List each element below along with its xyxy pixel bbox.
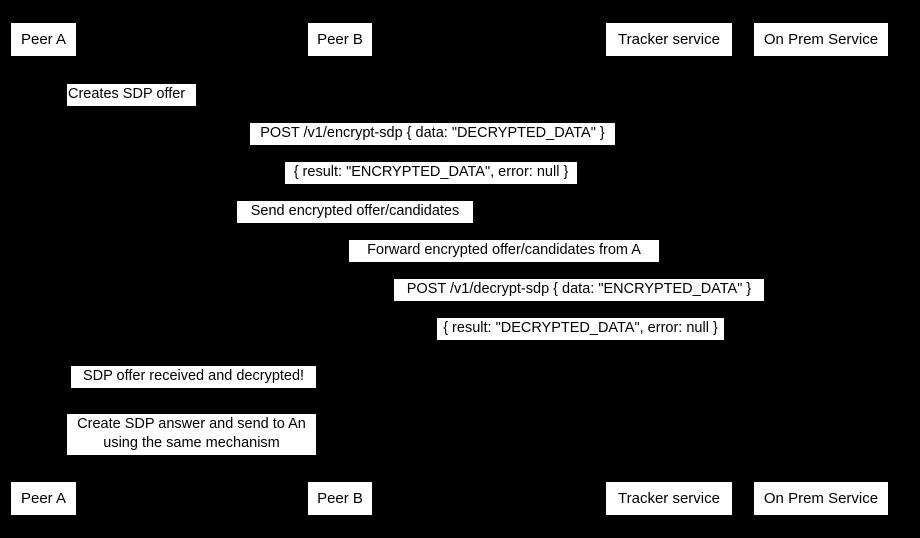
lifeline-tracker-service	[669, 57, 670, 481]
participant-header-peer-b[interactable]: Peer B	[307, 22, 373, 57]
message-label-encrypt-result: { result: "ENCRYPTED_DATA", error: null …	[285, 162, 577, 184]
participant-footer-on-prem-service-label: On Prem Service	[763, 490, 879, 507]
participant-footer-peer-b-label: Peer B	[317, 490, 363, 507]
participant-header-on-prem-service-label: On Prem Service	[763, 31, 879, 48]
participant-header-on-prem-service[interactable]: On Prem Service	[753, 22, 889, 57]
lifeline-peer-b	[340, 57, 341, 481]
message-label-post-encrypt-sdp: POST /v1/encrypt-sdp { data: "DECRYPTED_…	[250, 123, 615, 145]
participant-footer-peer-a[interactable]: Peer A	[10, 481, 77, 516]
participant-header-tracker-service[interactable]: Tracker service	[605, 22, 733, 57]
participant-header-peer-a-label: Peer A	[20, 31, 67, 48]
message-label-creates-sdp-offer: Creates SDP offer	[67, 84, 196, 106]
message-label-forward-encrypted-offer: Forward encrypted offer/candidates from …	[349, 240, 659, 262]
participant-header-tracker-service-label: Tracker service	[618, 31, 720, 48]
participant-header-peer-b-label: Peer B	[317, 31, 363, 48]
participant-header-peer-a[interactable]: Peer A	[10, 22, 77, 57]
participant-footer-peer-a-label: Peer A	[20, 490, 67, 507]
message-label-create-sdp-answer-line2: using the same mechanism	[103, 435, 280, 451]
arrow-msg-8	[340, 385, 364, 386]
participant-footer-peer-b[interactable]: Peer B	[307, 481, 373, 516]
lifeline-on-prem-service	[821, 57, 822, 481]
message-label-post-decrypt-sdp: POST /v1/decrypt-sdp { data: "ENCRYPTED_…	[394, 279, 764, 301]
participant-footer-tracker-service-label: Tracker service	[618, 490, 720, 507]
lifeline-peer-a	[43, 57, 44, 481]
message-label-create-sdp-answer-line1: Create SDP answer and send to An	[77, 416, 306, 432]
message-label-create-sdp-answer: Create SDP answer and send to An using t…	[67, 414, 316, 455]
message-label-decrypt-result: { result: "DECRYPTED_DATA", error: null …	[437, 318, 724, 340]
message-label-sdp-offer-received: SDP offer received and decrypted!	[71, 366, 316, 388]
arrow-msg-1	[43, 103, 67, 104]
message-label-send-encrypted-offer: Send encrypted offer/candidates	[237, 201, 473, 223]
participant-footer-tracker-service[interactable]: Tracker service	[605, 481, 733, 516]
participant-footer-on-prem-service[interactable]: On Prem Service	[753, 481, 889, 516]
